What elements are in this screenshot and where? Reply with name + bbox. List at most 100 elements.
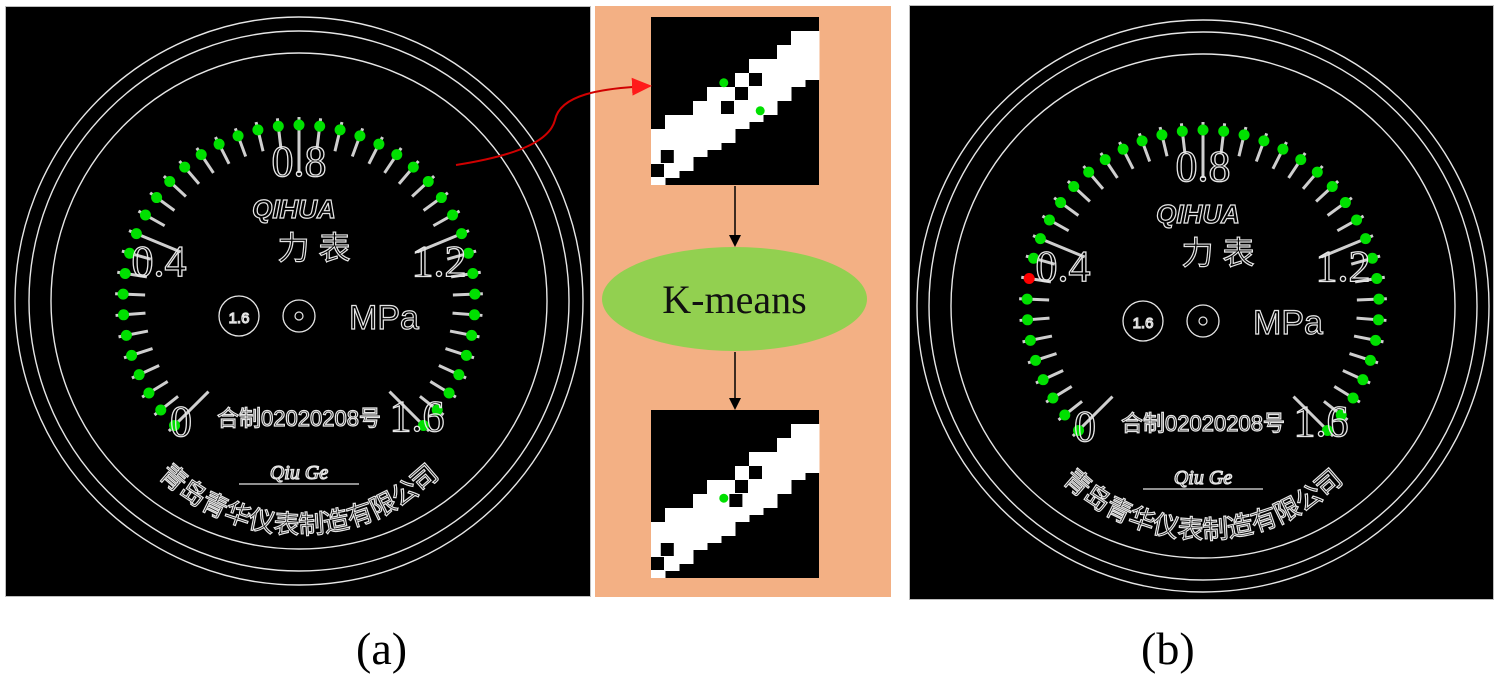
scale-label: 1.6 [390, 392, 445, 441]
tick-center-green-dot [1238, 129, 1250, 141]
tick-center-green-dot [293, 119, 305, 131]
tick-center-green-dot [1258, 135, 1270, 147]
tick-center-green-dot [373, 138, 385, 150]
tick-center-green-dot [164, 176, 176, 188]
tick-center-green-dot [422, 176, 434, 188]
tick-center-green-dot [354, 130, 366, 142]
tick-center-green-dot [1176, 125, 1188, 137]
tick-center-green-dot [1339, 197, 1351, 209]
kmeans-ellipse: K-means [602, 247, 867, 351]
tick-center-green-dot [1360, 233, 1372, 245]
bezel-ring [916, 19, 1490, 593]
tick-center-green-dot [447, 209, 459, 221]
signature-text: Qiu Ge [270, 462, 328, 484]
tick-center-green-dot [1370, 334, 1382, 346]
scale-label: 0 [1074, 402, 1096, 451]
tick-center-green-dot [1277, 143, 1289, 155]
tick-center-green-dot [1024, 334, 1036, 346]
unit-text: MPa [1253, 304, 1323, 342]
tick-center-green-dot [139, 209, 151, 221]
title-text: 力 表 [278, 230, 351, 266]
caption-b: (b) [1141, 623, 1195, 674]
tick-center-green-dot [130, 228, 142, 240]
tick-center-green-dot [1371, 272, 1383, 284]
tick-center-green-dot [431, 404, 443, 416]
tick-center-green-dot [1364, 354, 1376, 366]
center-pivot-circle [1186, 304, 1220, 338]
tick-center-green-dot [1021, 293, 1033, 305]
bezel-ring [950, 53, 1456, 559]
scale-label: 0.8 [272, 137, 327, 186]
scale-label: 1.2 [1316, 242, 1371, 291]
bezel-ring [50, 52, 548, 550]
tick-center-green-dot [314, 120, 326, 132]
tick-center-green-dot [417, 419, 429, 431]
tick-center-green-dot [1034, 233, 1046, 245]
tick-center-green-dot [155, 404, 167, 416]
scale-label: 1.2 [412, 237, 467, 286]
tick-center-green-dot [119, 267, 131, 279]
tick-center-green-dot [143, 387, 155, 399]
certificate-text: 合制02020208号 [217, 406, 381, 431]
tick-center-green-dot [1156, 129, 1168, 141]
tick-center-green-dot [1335, 409, 1347, 421]
tick-center-green-dot [1218, 125, 1230, 137]
tick-center-green-dot [252, 124, 264, 136]
tick-center-green-dot [435, 192, 447, 204]
tick-center-green-dot [1099, 154, 1111, 166]
scale-label: 0.4 [1036, 242, 1091, 291]
bezel-ring [928, 31, 1478, 581]
tick-center-green-dot [443, 387, 455, 399]
tick-center-green-dot [1311, 166, 1323, 178]
tick-center-green-dot [272, 120, 284, 132]
tick-center-green-dot [169, 419, 181, 431]
tick-center-green-dot [232, 130, 244, 142]
scale-label: 0 [170, 397, 192, 446]
accuracy-circle [218, 295, 260, 337]
scale-label: 1.6 [1294, 397, 1349, 446]
bezel-ring [14, 16, 584, 586]
certificate-text: 合制02020208号 [1121, 411, 1285, 436]
tick-center-green-dot [1068, 181, 1080, 193]
tick-center-green-dot [1030, 354, 1042, 366]
tick-center-green-dot [1022, 314, 1034, 326]
tick-center-green-dot [469, 288, 481, 300]
tick-center-green-dot [1295, 154, 1307, 166]
tick-center-green-dot [456, 228, 468, 240]
tick-center-green-dot [1136, 135, 1148, 147]
tick-center-green-dot [133, 369, 145, 381]
tick-center-green-dot [1372, 314, 1384, 326]
tick-center-green-dot [1073, 424, 1085, 436]
tick-center-green-dot [1197, 124, 1209, 136]
tick-center-green-dot [1059, 409, 1071, 421]
center-pivot-dot [1198, 316, 1208, 326]
kmeans-label: K-means [662, 276, 807, 322]
tick-center-green-dot [195, 149, 207, 161]
scale-label: 0.4 [132, 237, 187, 286]
tick-center-green-dot [460, 349, 472, 361]
center-pivot-dot [294, 311, 304, 321]
tick-center-green-dot [213, 138, 225, 150]
tick-center-green-dot [467, 267, 479, 279]
tick-center-green-dot [1028, 252, 1040, 264]
accuracy-circle [1122, 300, 1164, 342]
tick-center-green-dot [407, 161, 419, 173]
tick-center-green-dot [1321, 424, 1333, 436]
signature-text: Qiu Ge [1174, 467, 1232, 489]
tick-center-green-dot [391, 149, 403, 161]
scale-label: 0.8 [1176, 142, 1231, 191]
accuracy-class: 1.6 [229, 310, 250, 327]
brand-text: QIHUA [1156, 199, 1240, 229]
tick-center-green-dot [1037, 374, 1049, 386]
tick-center-green-dot [179, 161, 191, 173]
tick-center-green-dot [468, 309, 480, 321]
tick-center-green-dot [453, 369, 465, 381]
tick-center-green-dot [117, 288, 129, 300]
tick-center-green-dot [124, 247, 136, 259]
title-text: 力 表 [1182, 235, 1255, 271]
tick-center-green-dot [120, 329, 132, 341]
tick-center-green-dot [1326, 181, 1338, 193]
